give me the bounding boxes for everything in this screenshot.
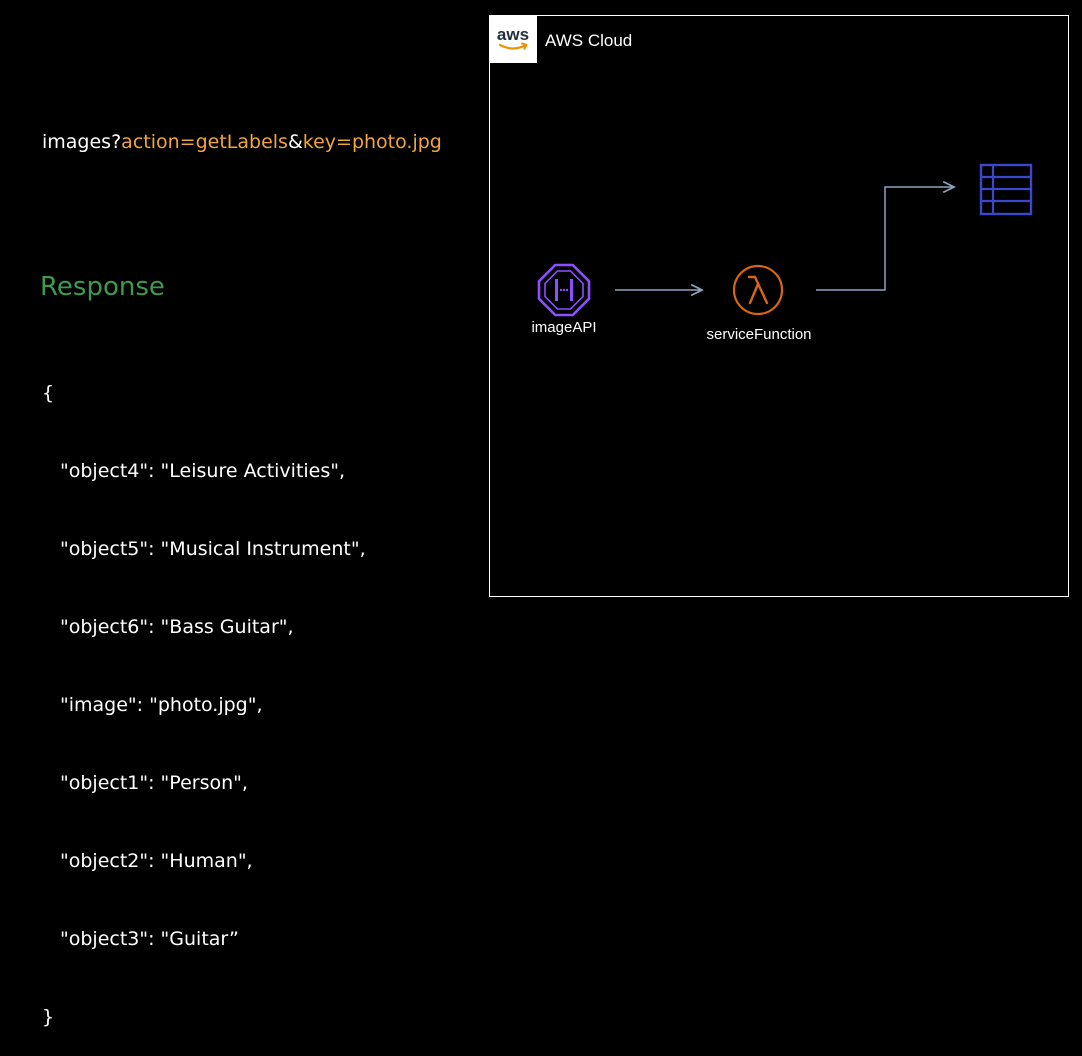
architecture-diagram bbox=[537, 163, 1033, 317]
json-line: "object1": "Person", bbox=[60, 772, 248, 794]
json-close-brace: } bbox=[42, 1006, 55, 1028]
response-title: Response bbox=[40, 272, 165, 302]
request-action-param: action=getLabels bbox=[121, 131, 288, 153]
database-table-icon[interactable] bbox=[979, 163, 1033, 216]
request-ampersand: & bbox=[287, 131, 303, 153]
image-api-label: imageAPI bbox=[531, 319, 597, 336]
aws-logo-text: aws bbox=[497, 25, 529, 44]
aws-cloud-group bbox=[489, 15, 1069, 597]
json-open-brace: { bbox=[42, 382, 55, 404]
arrow-function-to-table bbox=[816, 187, 954, 291]
json-line: "object2": "Human", bbox=[60, 850, 253, 872]
service-function-label: serviceFunction bbox=[706, 326, 812, 343]
request-prefix: images? bbox=[42, 131, 122, 153]
json-line: "image": "photo.jpg", bbox=[60, 694, 263, 716]
request-key-param: key=photo.jpg bbox=[302, 131, 442, 153]
aws-cloud-title: AWS Cloud bbox=[545, 31, 633, 50]
api-gateway-icon[interactable] bbox=[537, 263, 591, 317]
json-line: "object5": "Musical Instrument", bbox=[60, 538, 366, 560]
aws-logo-icon: aws bbox=[489, 15, 537, 63]
json-line: "object4": "Leisure Activities", bbox=[60, 460, 346, 482]
json-line: "object6": "Bass Guitar", bbox=[60, 616, 294, 638]
lambda-icon[interactable] bbox=[732, 264, 784, 316]
request-url: images?action=getLabels&key=photo.jpg bbox=[42, 131, 442, 153]
json-line: "object3": "Guitar” bbox=[60, 928, 239, 950]
